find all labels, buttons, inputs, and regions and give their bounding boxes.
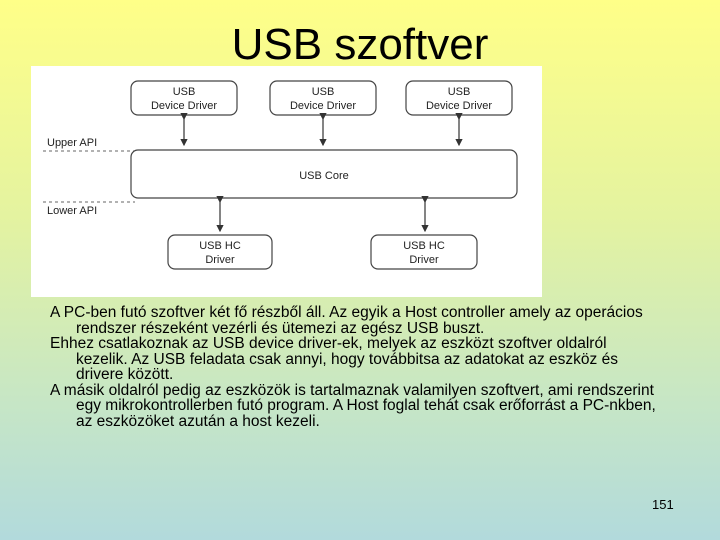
device-driver-2-line1: USB (312, 86, 335, 98)
hc-driver-2-line1: USB HC (403, 240, 445, 252)
usb-software-diagram: USB Device Driver USB Device Driver USB … (31, 66, 542, 297)
hc-driver-2-line2: Driver (409, 254, 439, 266)
device-driver-1-line1: USB (173, 86, 196, 98)
upper-api-label: Upper API (47, 137, 97, 149)
lower-api-label: Lower API (47, 205, 97, 217)
hc-driver-1-line2: Driver (205, 254, 235, 266)
hc-driver-box-1: USB HC Driver (167, 234, 273, 270)
device-driver-box-3: USB Device Driver (405, 80, 513, 116)
paragraph-device-software: A másik oldalról pedig az eszközök is ta… (50, 381, 656, 430)
device-driver-box-1: USB Device Driver (130, 80, 238, 116)
device-driver-3-line1: USB (448, 86, 471, 98)
device-driver-3-line2: Device Driver (426, 100, 492, 112)
usb-core-label: USB Core (299, 170, 349, 182)
device-driver-box-2: USB Device Driver (269, 80, 377, 116)
paragraph-device-drivers: Ehhez csatlakoznak az USB device driver-… (50, 335, 618, 383)
device-driver-2-line2: Device Driver (290, 100, 356, 112)
usb-core-box: USB Core (130, 149, 518, 199)
slide-body: A PC-ben futó szoftver két fő részből ál… (50, 305, 660, 429)
hc-driver-1-line1: USB HC (199, 240, 241, 252)
slide-title: USB szoftver (231, 20, 489, 69)
device-driver-1-line2: Device Driver (151, 100, 217, 112)
page-number: 151 (652, 497, 674, 512)
hc-driver-box-2: USB HC Driver (370, 234, 478, 270)
paragraph-host-controller: A PC-ben futó szoftver két fő részből ál… (50, 304, 643, 337)
